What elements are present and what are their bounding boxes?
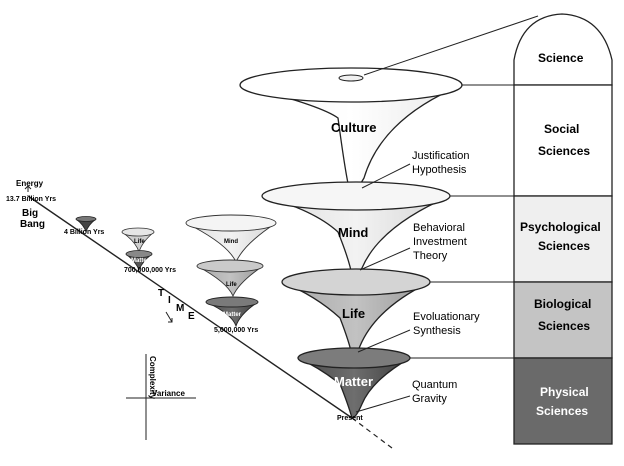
theory-justification-line1: Justification [412,150,469,162]
svg-text:M: M [176,303,184,314]
theory-justification-line2: Hypothesis [412,164,467,176]
physical-sciences-line1: Physical [540,385,589,399]
biological-sciences-line1: Biological [534,297,591,311]
biological-sciences-box [513,281,613,359]
mind-label: Mind [338,225,368,240]
mini-cone-stage2 [121,227,155,272]
present-label: Present [337,415,363,422]
time-arrow-icon [165,311,173,323]
mini-matter-label-3: Matter [223,312,242,318]
theory-behavioral-line3: Theory [413,250,448,262]
life-cone [281,268,431,357]
culture-label: Culture [331,120,377,135]
social-sciences-line2: Sciences [538,144,590,158]
theory-evolutionary-line1: Evoluationary [413,311,480,323]
year-label-2: 700,000,000 Yrs [124,267,176,274]
mini-cone-stage3 [185,214,277,328]
svg-text:T: T [158,288,164,299]
mini-matter-label-2: Matter [131,258,150,264]
svg-text:I: I [168,295,171,306]
leader-behavioral [359,247,411,271]
theory-quantum-line2: Gravity [412,393,447,405]
physical-sciences-box [513,357,613,445]
year-label-1: 4 Billion Yrs [64,229,104,236]
origin-years-label: 13.7 Billion Yrs [6,196,56,203]
mind-cone [261,181,451,277]
time-line [27,195,353,419]
mini-mind-label-3: Mind [224,239,238,245]
theory-quantum-line1: Quantum [412,379,457,391]
psychological-sciences-box [513,195,613,283]
mini-life-label-3: Life [226,282,237,288]
psychological-sciences-line1: Psychological [520,220,601,234]
energy-label: Energy [16,179,44,188]
social-sciences-line1: Social [544,122,579,136]
variance-label: Variance [152,389,185,398]
theory-behavioral-line1: Behavioral [413,222,465,234]
origin-arrow-icon [24,185,32,192]
svg-text:E: E [188,311,195,322]
theory-evolutionary-line2: Synthesis [413,325,461,337]
life-label: Life [342,306,365,321]
science-top-label: Science [538,51,584,65]
connector-science-top [363,15,539,76]
matter-label: Matter [334,374,373,389]
year-label-3: 5,000,000 Yrs [214,327,258,334]
mini-life-label-2: Life [134,239,145,245]
complexity-label: Complexity [148,356,157,400]
time-label: T I M E [158,288,195,323]
biological-sciences-line2: Sciences [538,319,590,333]
mini-cone-stage1 [75,216,97,234]
axes-legend: Variance Complexity [126,354,196,440]
matter-cone [297,347,411,419]
leader-evolutionary [357,329,411,353]
psychological-sciences-line2: Sciences [538,239,590,253]
big-label: Big [22,208,38,219]
bang-label: Bang [20,219,45,230]
social-sciences-box [513,84,613,197]
leader-justification [361,163,411,189]
time-line-future [351,417,393,449]
theory-behavioral-line2: Investment [413,236,467,248]
physical-sciences-line2: Sciences [536,404,588,418]
science-dome [513,13,613,86]
leader-quantum [355,395,411,413]
